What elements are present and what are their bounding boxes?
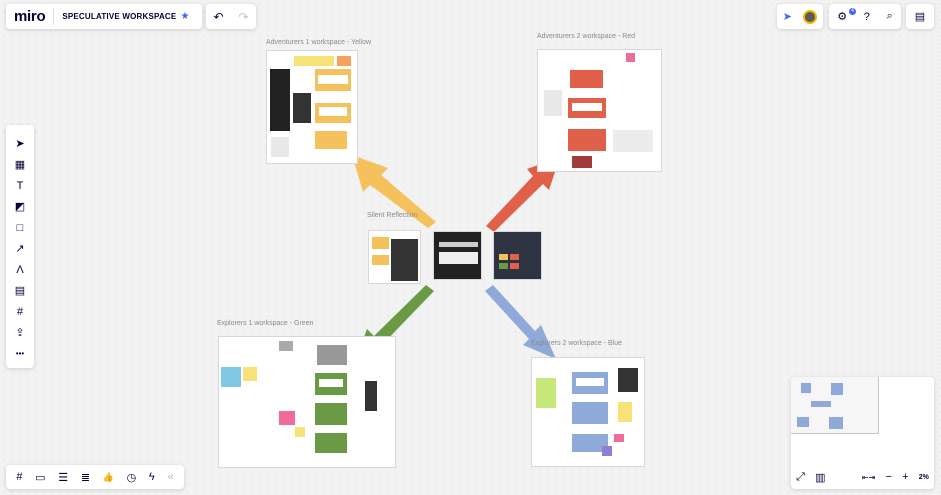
- timer-button[interactable]: ◷: [126, 471, 137, 484]
- zoom-controls: ⤢ ▥ ⇤⇥ − + 2%: [791, 465, 934, 489]
- frame-label-center[interactable]: Silent Reflection: [367, 212, 418, 219]
- top-actions: ⚙ ? 4 ⌕: [829, 4, 901, 29]
- divider: [53, 8, 55, 25]
- text-tool[interactable]: T: [16, 179, 24, 192]
- avatar[interactable]: [803, 9, 818, 24]
- activity-button[interactable]: ϟ: [148, 471, 155, 483]
- board-header: miro SPECULATIVE WORKSPACE ★: [6, 4, 202, 29]
- miro-logo[interactable]: miro: [14, 8, 46, 25]
- collaborators-panel: ➤: [777, 4, 823, 29]
- upload-tool[interactable]: ⇪: [15, 327, 25, 339]
- frame-dark-card[interactable]: [493, 231, 542, 280]
- frame-yellow[interactable]: [266, 50, 358, 164]
- shape-tool[interactable]: □: [16, 221, 24, 234]
- history-controls: ↶ ↷: [206, 4, 256, 29]
- frame-label-blue[interactable]: Explorers 2 workspace - Blue: [531, 340, 623, 347]
- fit-screen-button[interactable]: ⇤⇥: [861, 472, 876, 482]
- notifications-badge: 4: [849, 7, 856, 15]
- collapse-button[interactable]: «: [167, 471, 174, 483]
- search-icon[interactable]: ⌕: [886, 10, 893, 22]
- frame-red[interactable]: [537, 49, 662, 172]
- frame-silent-reflection[interactable]: [368, 230, 421, 284]
- cursor-icon[interactable]: ➤: [782, 11, 792, 23]
- frame-label-green[interactable]: Explorers 1 workspace - Green: [217, 320, 314, 327]
- frame-title[interactable]: [433, 231, 482, 280]
- vote-button[interactable]: 👍: [102, 471, 114, 482]
- zoom-in-button[interactable]: +: [902, 471, 909, 483]
- frames-button[interactable]: #: [16, 471, 23, 483]
- zoom-level[interactable]: 2%: [918, 473, 929, 481]
- settings-icon[interactable]: ⚙: [837, 11, 848, 23]
- zoom-out-button[interactable]: −: [885, 471, 892, 483]
- map-icon[interactable]: ▥: [815, 471, 826, 484]
- line-tool[interactable]: ↗: [15, 243, 25, 255]
- more-tools[interactable]: •••: [15, 349, 25, 358]
- undo-icon[interactable]: ↶: [213, 9, 224, 24]
- pen-tool[interactable]: Λ: [16, 263, 24, 276]
- frame-label-yellow[interactable]: Adventurers 1 workspace - Yellow: [266, 39, 372, 46]
- arrow-yellow: [352, 155, 436, 228]
- templates-tool[interactable]: ▦: [14, 159, 26, 171]
- arrow-red: [486, 157, 560, 232]
- arrow-blue: [485, 285, 556, 359]
- notes-panel: ▤: [906, 4, 934, 29]
- fullscreen-icon[interactable]: ⤢: [796, 470, 805, 483]
- minimap[interactable]: ⤢ ▥ ⇤⇥ − + 2%: [791, 377, 934, 489]
- board-title[interactable]: SPECULATIVE WORKSPACE: [62, 12, 177, 21]
- chat-button[interactable]: ☰: [58, 471, 69, 484]
- frame-tool[interactable]: #: [16, 305, 24, 318]
- help-icon[interactable]: ? 4: [849, 7, 870, 23]
- notes-icon[interactable]: ▤: [914, 11, 926, 23]
- frame-blue[interactable]: [531, 357, 645, 467]
- select-tool[interactable]: ➤: [15, 138, 25, 150]
- sticky-note-tool[interactable]: ◩: [14, 201, 26, 213]
- comment-tool[interactable]: ▤: [14, 285, 26, 297]
- present-button[interactable]: ▭: [35, 471, 46, 484]
- cards-button[interactable]: ≣: [80, 471, 91, 484]
- frame-label-red[interactable]: Adventurers 2 workspace - Red: [537, 33, 636, 40]
- frame-green[interactable]: [218, 336, 396, 468]
- creation-toolbar: ➤ ▦ T ◩ □ ↗ Λ ▤ # ⇪ •••: [6, 125, 34, 368]
- star-icon[interactable]: ★: [180, 11, 190, 22]
- redo-icon[interactable]: ↷: [238, 9, 249, 24]
- bottom-toolbar: # ▭ ☰ ≣ 👍 ◷ ϟ «: [6, 465, 184, 489]
